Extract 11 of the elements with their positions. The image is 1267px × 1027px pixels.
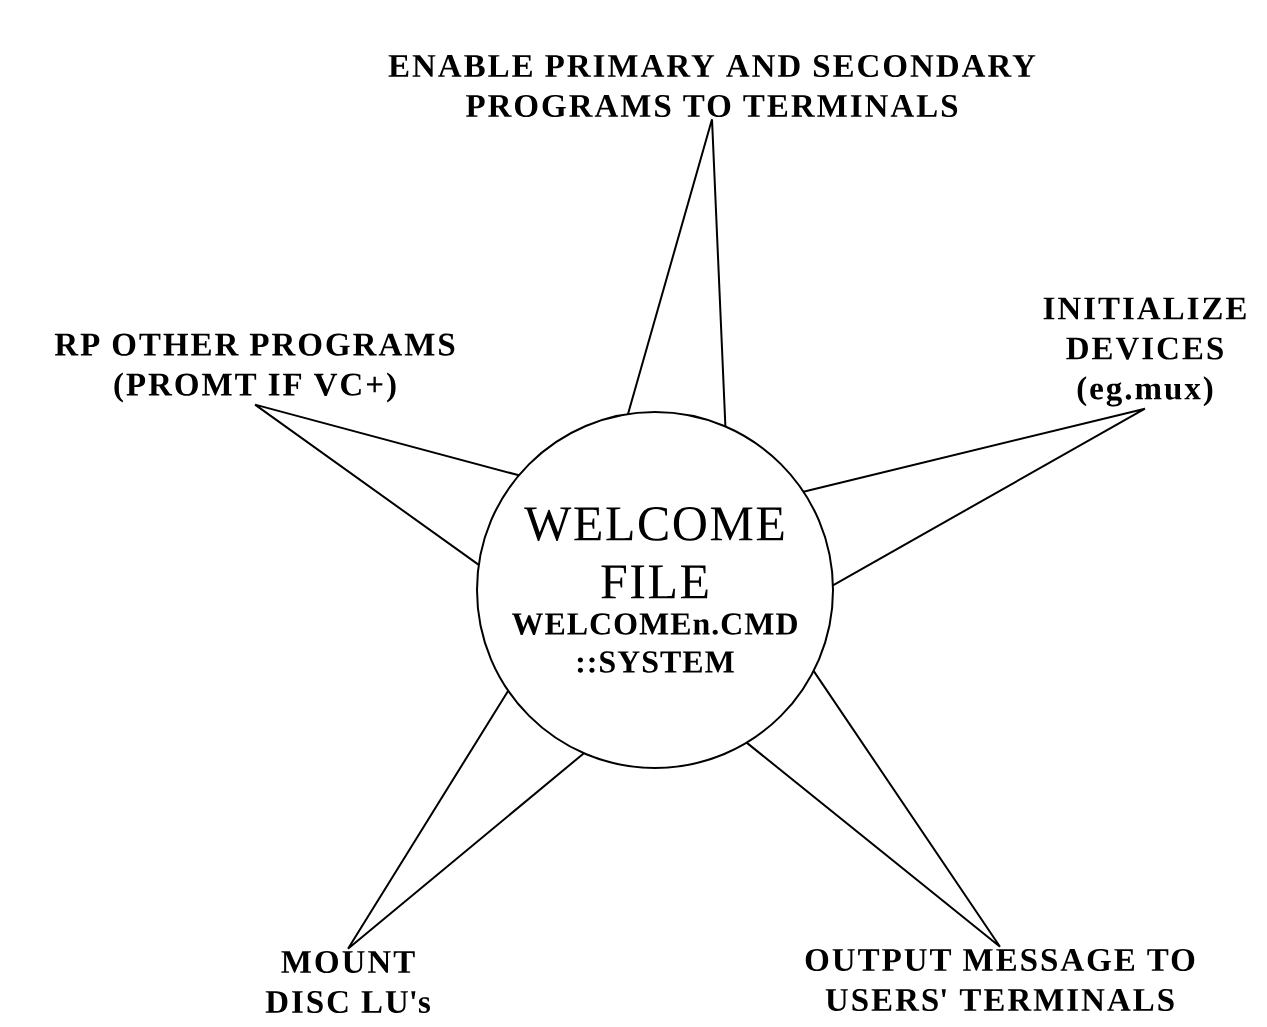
text-label: INITIALIZE DEVICES (eg.mux) xyxy=(1043,297,1246,407)
text-label: ENABLE PRIMARY AND SECONDARY PROGRAMS TO TERMINALS xyxy=(388,54,1036,118)
circle-node: WELCOME FILE WELCOMEn.CMD ::SYSTEM xyxy=(476,411,834,769)
text-label: RP OTHER PROGRAMS (PROMT IF VC+) xyxy=(54,333,455,403)
star-spike xyxy=(347,689,585,950)
star-spike xyxy=(254,403,520,566)
star-spike xyxy=(802,407,1146,587)
text-label: OUTPUT MESSAGE TO USERS' TERMINALS xyxy=(805,948,1195,1012)
star-spike xyxy=(627,118,727,428)
text-label: MOUNT DISC LU's xyxy=(265,950,430,1014)
star-spike xyxy=(745,669,1001,948)
